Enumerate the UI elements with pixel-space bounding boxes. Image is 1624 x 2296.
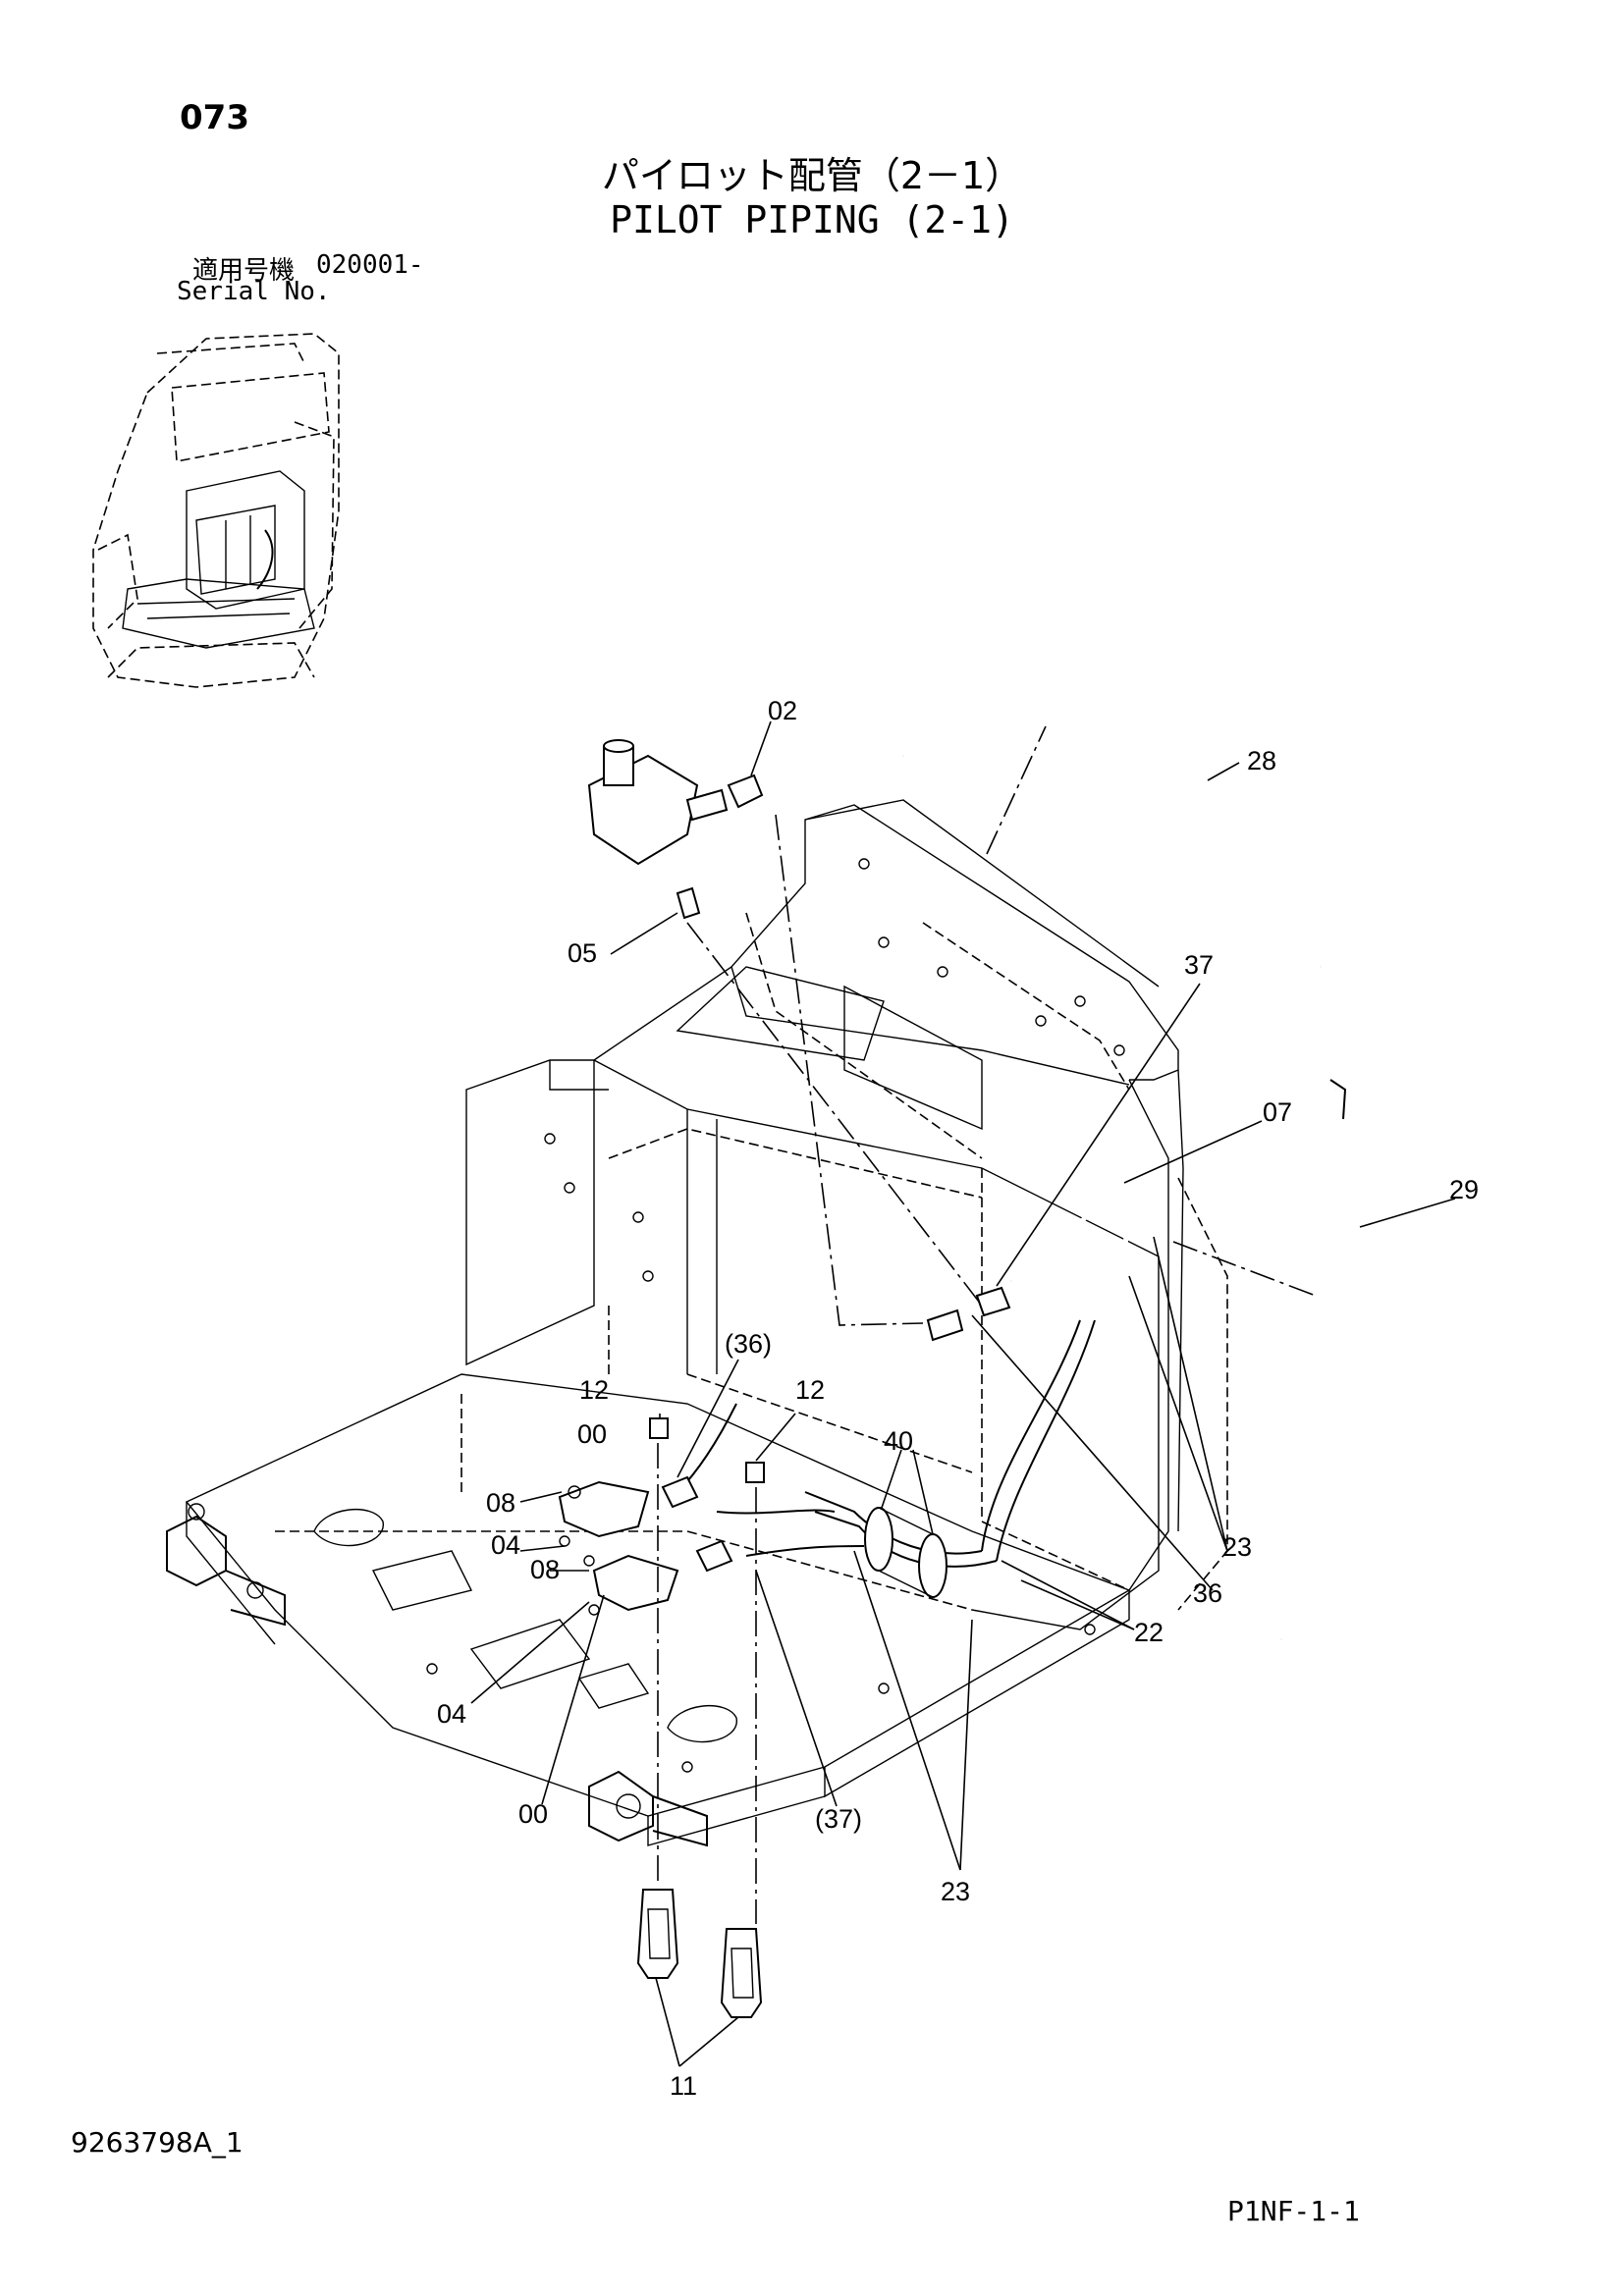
serial-label-japanese: 適用号機 xyxy=(192,256,296,286)
seat-stand-frame xyxy=(166,799,1228,1847)
relay-units xyxy=(558,1417,765,1616)
serial-label-english: Serial No. xyxy=(177,277,331,306)
page-title-japanese: パイロット配管（2－1） xyxy=(601,154,1023,197)
callout-12-right: 12 xyxy=(795,1375,825,1405)
assembly-lines xyxy=(657,725,1317,1924)
grab-handles xyxy=(636,1889,763,2018)
callout-22: 22 xyxy=(1134,1618,1164,1647)
serial-number-value: 020001- xyxy=(316,250,424,280)
callout-28: 28 xyxy=(1247,746,1276,775)
callout-37: 37 xyxy=(1184,950,1214,980)
callout-40: 40 xyxy=(884,1426,913,1456)
callout-05: 05 xyxy=(568,938,597,968)
callout-00-lower: 00 xyxy=(518,1799,548,1829)
callout-07: 07 xyxy=(1263,1097,1292,1127)
callout-23-right: 23 xyxy=(1222,1532,1252,1562)
callout-12-left: 12 xyxy=(579,1375,609,1405)
callout-36-ref: (36) xyxy=(725,1329,772,1359)
callout-08-lower: 08 xyxy=(530,1555,560,1584)
callout-02: 02 xyxy=(768,696,797,725)
callout-23-bottom: 23 xyxy=(941,1877,970,1906)
callout-00-upper: 00 xyxy=(577,1419,607,1449)
page-number: 073 xyxy=(180,98,249,137)
callout-labels: 02 28 05 37 07 29 (36) 12 12 00 40 08 04… xyxy=(437,696,1479,2101)
pilot-hoses xyxy=(661,1174,1129,1598)
guide-rail-28 xyxy=(902,720,1323,968)
callout-36: 36 xyxy=(1193,1578,1222,1608)
guide-rail-29 xyxy=(1279,1079,1347,1640)
callout-37-ref: (37) xyxy=(815,1804,862,1834)
cab-overview-thumbnail xyxy=(92,333,340,688)
page-code: P1NF-1-1 xyxy=(1227,2195,1360,2227)
callout-11: 11 xyxy=(670,2071,697,2101)
pilot-valve-assembly xyxy=(587,739,764,920)
callout-29: 29 xyxy=(1449,1175,1479,1204)
callout-04-upper: 04 xyxy=(491,1530,520,1560)
leader-lines xyxy=(470,721,1456,2067)
callout-08-upper: 08 xyxy=(486,1488,515,1518)
drawing-number: 9263798A_1 xyxy=(71,2126,244,2159)
callout-04-lower: 04 xyxy=(437,1699,466,1729)
page-title-english: PILOT PIPING (2-1) xyxy=(610,198,1014,241)
